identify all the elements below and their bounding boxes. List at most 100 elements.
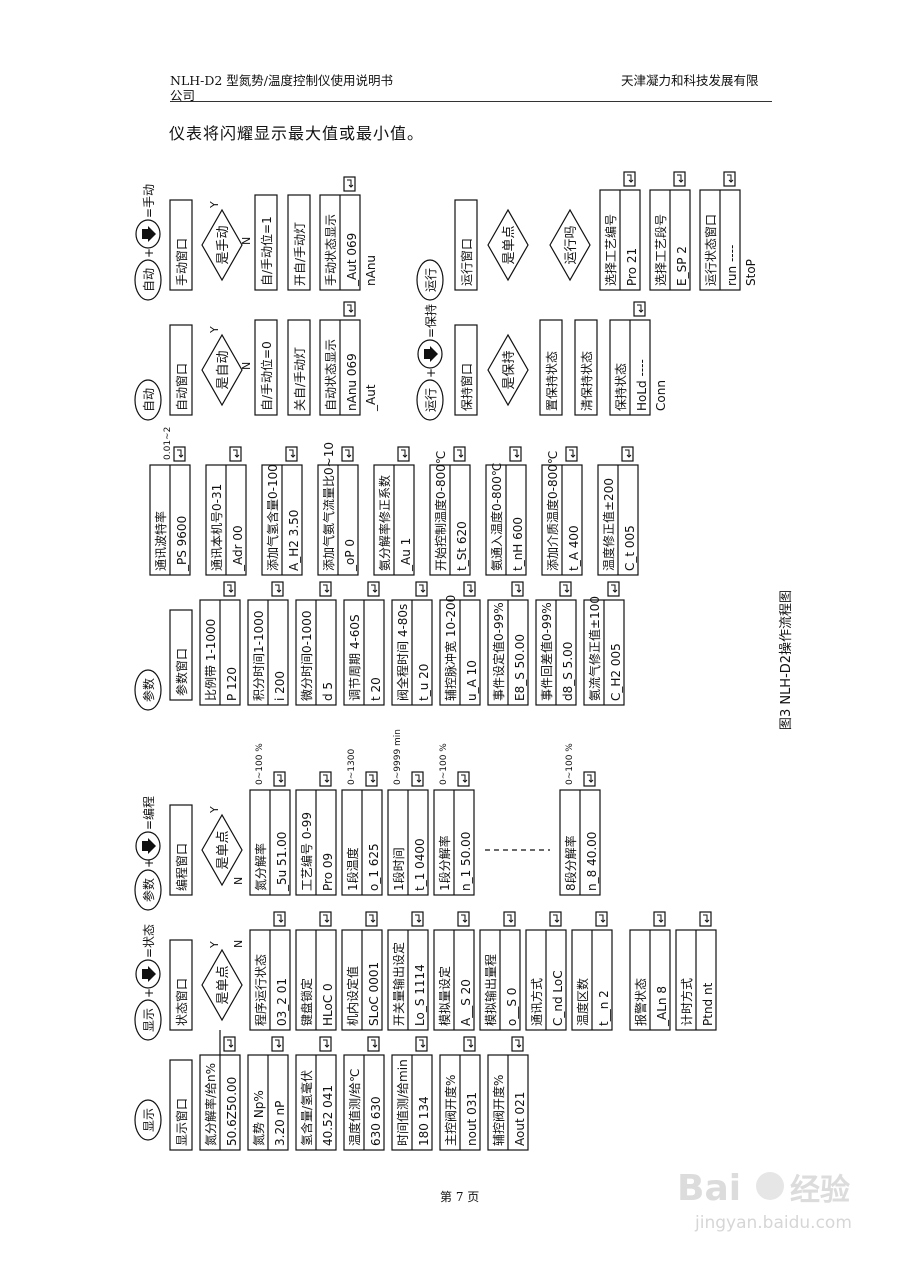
run-step-2-enter-icon-glyph bbox=[727, 174, 734, 183]
param1-item-8-label: 氨流气修正值±100 bbox=[587, 596, 602, 701]
display-key bbox=[134, 1099, 162, 1141]
no-label-2: N bbox=[232, 877, 245, 885]
param2-item-8-value: C_t 005 bbox=[623, 525, 637, 571]
param1-item-7-label: 事件回差值0-99% bbox=[539, 602, 554, 701]
company-name: 天津凝力和科技发展有限 bbox=[621, 73, 759, 88]
param2-item-7-enter-icon-glyph bbox=[569, 449, 576, 458]
param1-item-0-label: 比例带 1-1000 bbox=[204, 619, 218, 701]
yes-label: Y bbox=[208, 941, 221, 949]
param-key-2 bbox=[134, 669, 162, 711]
display-item-1-label: 氮势 Np% bbox=[251, 1090, 266, 1146]
status-extra-0-label: 报警状态 bbox=[633, 978, 648, 1026]
run-key-2-label: 运行 bbox=[424, 268, 438, 292]
status-item-6-value: C_nd LoC bbox=[551, 970, 565, 1026]
status-item-4-enter-icon bbox=[457, 911, 470, 927]
program-item-5-enter-icon bbox=[583, 771, 596, 787]
manual-decision bbox=[201, 208, 243, 282]
param1-item-2-enter-icon bbox=[319, 581, 332, 597]
hold-combo-label: =保持 bbox=[423, 304, 438, 338]
program-range-0: 0~100 % bbox=[255, 743, 265, 785]
display-item-1-enter-icon bbox=[271, 1036, 284, 1052]
param2-item-1-enter-icon bbox=[229, 446, 242, 462]
manual-status-label: 手动状态显示 bbox=[324, 214, 338, 286]
param2-item-1-value: _Adr 00 bbox=[231, 525, 245, 572]
param2-item-7-label: 添加介质温度0-800℃ bbox=[545, 451, 560, 571]
display-key-2-label: 显示 bbox=[142, 1008, 156, 1032]
status-item-6-label: 通讯方式 bbox=[529, 978, 544, 1026]
manual-step-0-label: 自/手动位=1 bbox=[259, 216, 274, 286]
status-item-4-value: A__S 20 bbox=[459, 979, 473, 1026]
param2-item-3-enter-icon bbox=[341, 446, 354, 462]
display-item-3-label: 温度值测/给℃ bbox=[347, 1068, 362, 1146]
param2-item-2-enter-icon bbox=[285, 446, 298, 462]
status-item-2-value: SLoC 0001 bbox=[367, 962, 381, 1026]
no-label-4: N bbox=[240, 237, 253, 245]
display-item-0-enter-icon bbox=[223, 1036, 236, 1052]
param1-item-1-enter-icon-glyph bbox=[275, 584, 282, 593]
manual-combo-label: =手动 bbox=[142, 184, 156, 218]
param2-item-5-value: t_St 620 bbox=[455, 521, 469, 571]
figure-caption: 图3 NLH-D2操作流程图 bbox=[778, 590, 794, 730]
display-item-5-label: 主控阀开度% bbox=[443, 1075, 458, 1146]
status-extra-0-enter-icon-glyph bbox=[657, 914, 664, 923]
status-item-0-value: 03_2 01 bbox=[275, 978, 289, 1026]
display-window bbox=[169, 1059, 193, 1151]
param2-item-1-label: 通讯本机号0-31 bbox=[210, 484, 224, 571]
program-item-0-enter-icon bbox=[273, 771, 286, 787]
auto-status-enter-icon bbox=[343, 301, 356, 317]
display-item-2-value: 40.52 041 bbox=[321, 1085, 335, 1146]
status-item-1-enter-icon bbox=[319, 911, 332, 927]
run-key-2 bbox=[416, 259, 444, 301]
hold-decision-label: 是保持 bbox=[502, 350, 517, 389]
param2-item-5-enter-icon bbox=[453, 446, 466, 462]
baidu-jingyan-watermark: Bai 经验 jingyan.baidu.com bbox=[677, 1168, 852, 1233]
auto-decision-label: 是自动 bbox=[216, 350, 231, 389]
program-decision-label: 是单点 bbox=[216, 830, 231, 869]
plus-sign-4: + bbox=[424, 368, 438, 378]
param1-item-8-value: C_H2 005 bbox=[609, 643, 623, 701]
status-item-1-label: 键盘锁定 bbox=[299, 978, 314, 1026]
param-range-note: 0.01~2 bbox=[163, 427, 173, 460]
param2-item-8-enter-icon bbox=[621, 446, 634, 462]
param1-item-2-value: d 5 bbox=[321, 682, 335, 701]
status-window-label: 状态窗口 bbox=[175, 978, 189, 1026]
status-extra-1-enter-icon bbox=[699, 911, 712, 927]
display-item-6-enter-icon bbox=[511, 1036, 524, 1052]
display-item-0-enter-icon-glyph bbox=[227, 1039, 234, 1048]
hold-status-alt: Conn bbox=[654, 380, 668, 411]
param2-item-6-enter-icon bbox=[509, 446, 522, 462]
param1-item-6-value: E8_S 50.00 bbox=[513, 634, 527, 701]
param2-item-5-label: 开始控制温度0-800℃ bbox=[433, 451, 448, 571]
program-combo-label: =编程 bbox=[141, 796, 156, 830]
param2-item-0-label: 通讯波特率 bbox=[153, 511, 168, 571]
param2-item-3-value: _oP 0 bbox=[343, 539, 357, 572]
display-key-label: 显示 bbox=[142, 1108, 156, 1132]
yes-label-3: Y bbox=[208, 326, 221, 334]
param1-item-2-enter-icon-glyph bbox=[323, 584, 330, 593]
hold-status-enter-icon-glyph bbox=[637, 304, 644, 313]
param1-item-4-enter-icon bbox=[415, 581, 428, 597]
param1-item-2-label: 微分时间0-1000 bbox=[300, 610, 314, 701]
no-label: N bbox=[232, 940, 245, 948]
manual-step-1 bbox=[287, 194, 311, 291]
display-item-6-value: Aout 021 bbox=[513, 1092, 527, 1146]
status-item-0-enter-icon bbox=[273, 911, 286, 927]
program-item-3-value: t_1 0400 bbox=[413, 838, 427, 891]
program-item-5-value: n_8 40.00 bbox=[585, 832, 599, 891]
param1-item-3-enter-icon-glyph bbox=[371, 584, 378, 593]
status-item-7-label: 温度区数 bbox=[575, 978, 590, 1026]
display-item-0-label: 氮分解率/给n% bbox=[203, 1063, 218, 1146]
display-item-1-enter-icon-glyph bbox=[275, 1039, 282, 1048]
hold-step-0-label: 置保持状态 bbox=[544, 351, 559, 411]
auto-status-alt: _Aut bbox=[364, 384, 378, 412]
param2-item-4-enter-icon bbox=[397, 446, 410, 462]
param2-item-6-value: t_nH 600 bbox=[511, 517, 525, 571]
program-item-1-label: 工艺编号 0-99 bbox=[299, 812, 314, 891]
param-key-2-label: 参数 bbox=[141, 678, 156, 702]
run-step-1-value: E_SP 2 bbox=[675, 246, 689, 286]
manual-status-value: _Aut 069 bbox=[345, 233, 359, 287]
auto-window bbox=[169, 324, 193, 416]
display-item-6-label: 辅控阀开度% bbox=[491, 1075, 506, 1146]
hold-status-label: 保持状态 bbox=[613, 363, 628, 411]
display-item-3-enter-icon bbox=[367, 1036, 380, 1052]
